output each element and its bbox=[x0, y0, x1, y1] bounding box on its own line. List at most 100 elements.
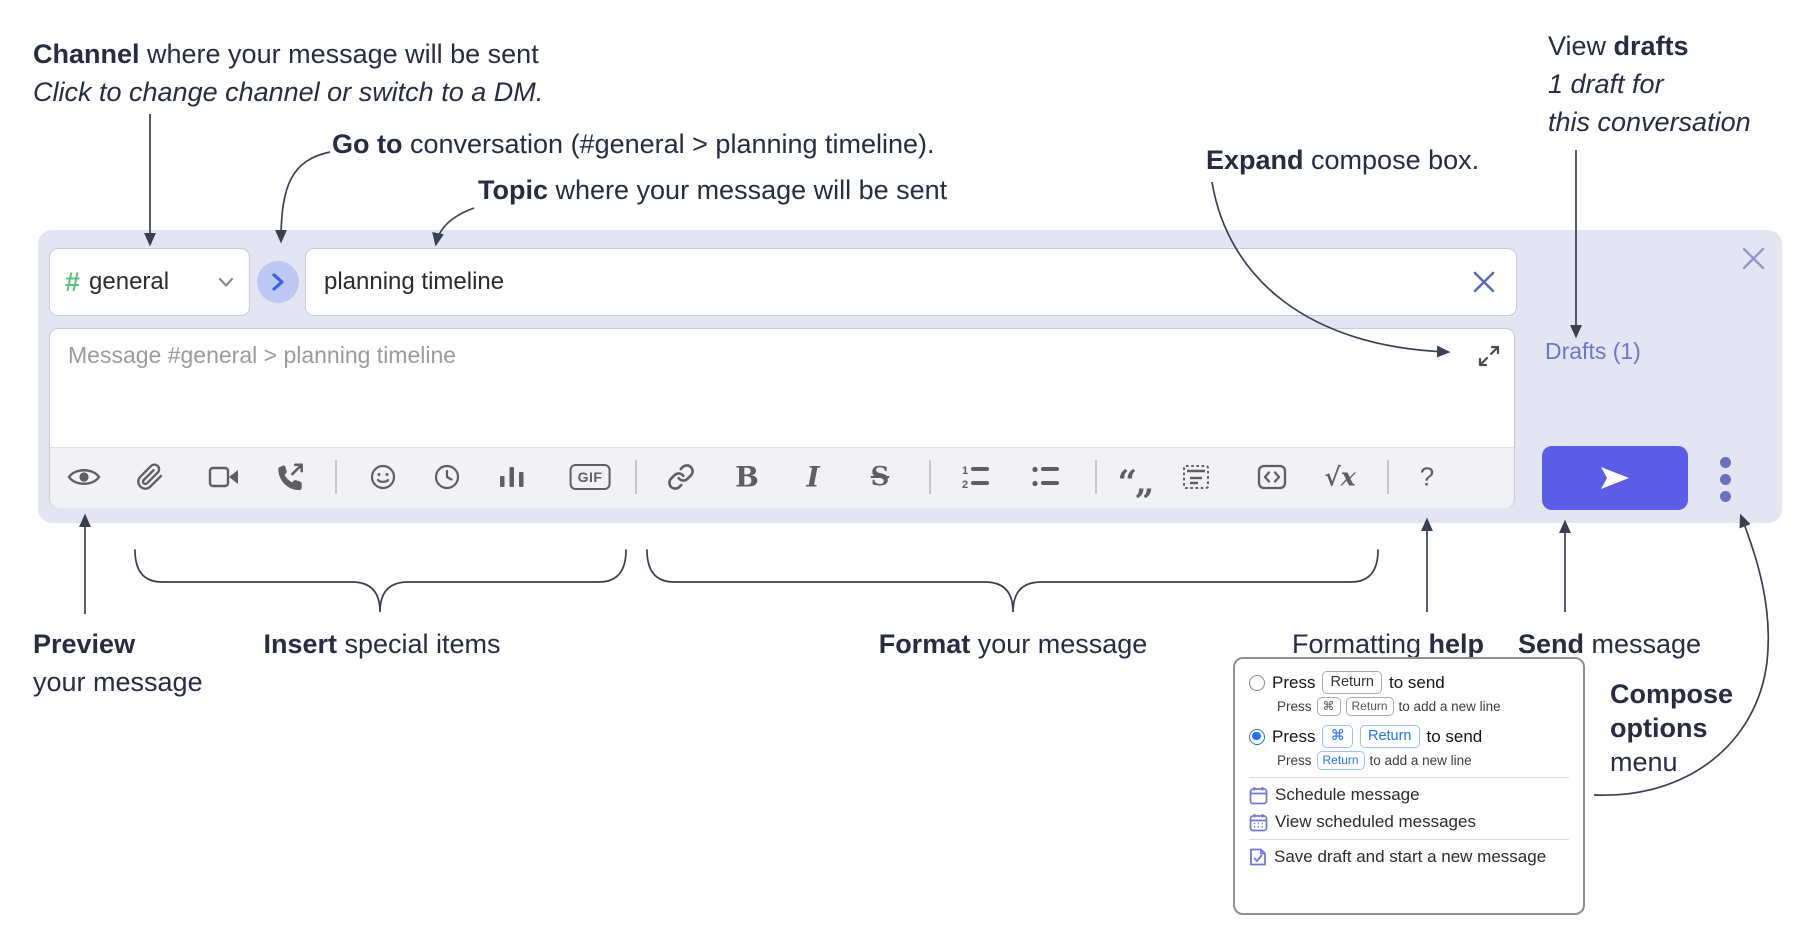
toolbar-divider bbox=[635, 460, 637, 494]
annotation-insert: Insert special items bbox=[263, 626, 500, 662]
annotation-view-drafts: View drafts bbox=[1548, 28, 1689, 64]
arrow-goto bbox=[275, 151, 331, 244]
italic-icon[interactable]: I bbox=[806, 461, 819, 494]
radio-selected-icon[interactable] bbox=[1249, 728, 1265, 745]
go-to-conversation-button[interactable] bbox=[257, 261, 299, 303]
audio-call-icon[interactable] bbox=[276, 463, 304, 491]
help-glyph: ? bbox=[1419, 461, 1435, 492]
math-glyph: √x bbox=[1324, 462, 1356, 492]
menu-divider bbox=[1249, 839, 1569, 840]
cmd-key-chip: ⌘ bbox=[1316, 697, 1341, 716]
annotation-expand-rest: compose box. bbox=[1303, 145, 1480, 175]
bold-icon[interactable]: B bbox=[735, 461, 759, 494]
save-draft-label: Save draft and start a new message bbox=[1274, 847, 1547, 866]
enter-sends-post: to send bbox=[1389, 672, 1445, 692]
chevron-down-icon bbox=[218, 277, 234, 288]
toolbar-divider bbox=[335, 460, 337, 494]
option-enter-sends-sub: Press ⌘ Return to add a new line bbox=[1277, 697, 1501, 716]
annotation-expand-bold: Expand bbox=[1206, 145, 1304, 175]
send-plane-icon bbox=[1601, 467, 1629, 489]
strikethrough-icon[interactable]: S bbox=[871, 462, 890, 492]
annotation-compose-options-1: Compose bbox=[1610, 676, 1733, 712]
annotation-preview: Preview bbox=[33, 626, 135, 662]
compose-toolbar bbox=[50, 447, 1514, 508]
send-button[interactable] bbox=[1542, 446, 1688, 510]
annotation-insert-bold: Insert bbox=[263, 629, 337, 659]
attach-file-icon[interactable] bbox=[136, 463, 164, 491]
return-key-chip: Return bbox=[1322, 671, 1382, 694]
italic-glyph: I bbox=[806, 460, 820, 494]
channel-hash-icon: # bbox=[65, 266, 81, 297]
annotation-view-drafts-sub2: this conversation bbox=[1548, 107, 1751, 137]
annotation-preview-sub: your message bbox=[33, 667, 203, 697]
annotation-formatting-help: Formatting help bbox=[1292, 626, 1484, 662]
close-compose-icon[interactable] bbox=[1740, 245, 1767, 272]
annotation-format-bold: Format bbox=[878, 629, 971, 659]
option-enter-sends[interactable]: Press Return to send bbox=[1249, 671, 1569, 694]
return-key-chip: Return bbox=[1345, 697, 1394, 716]
calendar-grid-icon bbox=[1249, 813, 1268, 831]
radio-unselected-icon[interactable] bbox=[1249, 674, 1265, 691]
annotation-topic: Topic where your message will be sent bbox=[478, 172, 947, 208]
code-icon[interactable] bbox=[1257, 463, 1287, 491]
annotation-expand: Expand compose box. bbox=[1206, 142, 1479, 178]
annotation-goto: Go to conversation (#general > planning … bbox=[332, 126, 935, 162]
cmd-enter-sends-post: to send bbox=[1426, 726, 1483, 746]
quote-icon[interactable]: “„ bbox=[1117, 463, 1154, 503]
annotation-channel: Channel where your message will be sent bbox=[33, 36, 539, 72]
toolbar-divider bbox=[929, 460, 931, 494]
annotation-insert-rest: special items bbox=[336, 629, 501, 659]
topic-input[interactable]: planning timeline bbox=[305, 248, 1517, 316]
option-cmd-enter-sends[interactable]: Press ⌘ Return to send bbox=[1249, 725, 1569, 748]
bulleted-list-icon[interactable] bbox=[1031, 464, 1061, 490]
toolbar-divider bbox=[1387, 460, 1389, 494]
annotation-compose-options-3: menu bbox=[1610, 747, 1678, 777]
annotation-goto-bold: Go to bbox=[332, 129, 403, 159]
menu-item-view-scheduled[interactable]: View scheduled messages bbox=[1249, 812, 1569, 832]
video-call-icon[interactable] bbox=[208, 465, 240, 489]
save-draft-icon bbox=[1250, 848, 1266, 866]
schedule-message-label: Schedule message bbox=[1275, 785, 1420, 804]
brace-insert bbox=[134, 549, 627, 613]
annotation-preview-bold: Preview bbox=[33, 629, 136, 659]
message-textarea[interactable]: Message #general > planning timeline bbox=[68, 342, 457, 368]
menu-item-save-draft[interactable]: Save draft and start a new message bbox=[1249, 847, 1569, 867]
annotation-format-rest: your message bbox=[970, 629, 1148, 659]
drafts-link[interactable]: Drafts (1) bbox=[1545, 338, 1641, 364]
compose-options-kebab-icon[interactable] bbox=[1711, 450, 1739, 508]
clear-topic-icon[interactable] bbox=[1470, 268, 1498, 296]
annotation-channel-bold: Channel bbox=[33, 39, 140, 69]
cmd-enter-sends-pre: Press bbox=[1272, 726, 1316, 746]
annotation-formatting-help-bold: help bbox=[1428, 629, 1485, 659]
gif-icon[interactable]: GIF bbox=[569, 464, 611, 490]
annotation-channel-rest: where your message will be sent bbox=[139, 39, 539, 69]
annotation-compose-options-line2: options bbox=[1610, 713, 1708, 743]
channel-selector[interactable]: # general bbox=[49, 248, 250, 316]
annotation-view-drafts-bold: drafts bbox=[1613, 31, 1689, 61]
option-cmd-enter-sends-sub: Press Return to add a new line bbox=[1277, 751, 1472, 770]
annotation-compose-options-2: options bbox=[1610, 710, 1707, 746]
formatting-help-icon[interactable]: ? bbox=[1420, 462, 1434, 493]
toolbar-divider bbox=[1095, 460, 1097, 494]
bold-glyph: B bbox=[735, 460, 759, 494]
svg-text:1: 1 bbox=[962, 465, 968, 477]
annotation-send-rest: message bbox=[1584, 629, 1702, 659]
link-icon[interactable] bbox=[667, 463, 695, 491]
spoiler-icon[interactable] bbox=[1182, 463, 1210, 491]
strikethrough-glyph: S bbox=[870, 462, 890, 492]
math-icon[interactable]: √x bbox=[1324, 463, 1355, 492]
svg-text:2: 2 bbox=[962, 479, 968, 490]
return-key-chip-blue-small: Return bbox=[1316, 751, 1365, 770]
annotation-channel-sub: Click to change channel or switch to a D… bbox=[33, 77, 544, 107]
brace-format bbox=[646, 549, 1379, 613]
preview-eye-icon[interactable] bbox=[67, 464, 101, 490]
annotation-formatting-help-pre: Formatting bbox=[1292, 629, 1429, 659]
menu-item-schedule-message[interactable]: Schedule message bbox=[1249, 785, 1569, 805]
emoji-icon[interactable] bbox=[369, 463, 397, 491]
poll-icon[interactable] bbox=[498, 464, 526, 490]
time-icon[interactable] bbox=[433, 463, 461, 491]
chevron-right-icon bbox=[272, 273, 284, 291]
expand-compose-icon[interactable] bbox=[1476, 343, 1502, 369]
